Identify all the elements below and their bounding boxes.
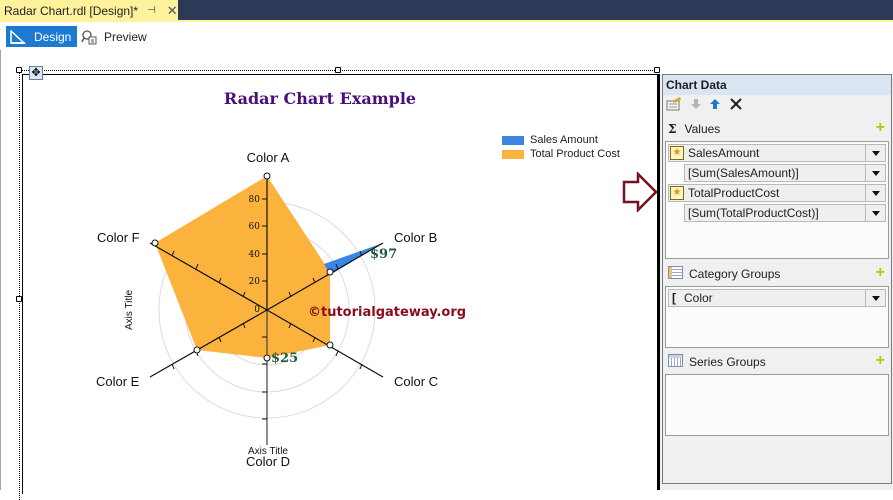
data-point-markers[interactable] [151,172,334,362]
category-groups-label: Category Groups [689,267,781,281]
value-expression: [Sum(TotalProductCost)] [688,206,819,220]
title-bar [0,0,893,21]
category-groups-list: [ Color [665,286,889,348]
values-section-header: Σ Values + [663,117,891,141]
resize-handle[interactable] [654,67,660,73]
value-expression-row[interactable]: [Sum(TotalProductCost)] [684,204,886,222]
value-expression: [Sum(SalesAmount)] [688,166,799,180]
panel-toolbar [663,95,891,117]
category-labels: Color A Color B Color C Color D Color E … [96,150,438,469]
svg-text:40: 40 [249,250,261,260]
data-label-b: $97 [370,247,397,262]
design-label: Design [34,29,72,44]
category-label-f: Color F [97,230,140,245]
legend-swatch [502,135,524,145]
close-icon[interactable]: ✕ [166,2,178,18]
values-list: ★ SalesAmount [Sum(SalesAmount)] ★ Total… [665,141,889,259]
dropdown-arrow-icon[interactable] [865,205,885,221]
category-label-a: Color A [247,150,290,165]
add-category-group-icon[interactable]: + [875,264,885,281]
value-field-name: TotalProductCost [688,186,780,200]
data-label-d: $25 [271,351,298,366]
watermark-text: ©tutorialgateway.org [308,305,466,320]
tab-underline [0,20,893,22]
dropdown-arrow-icon[interactable] [865,290,885,306]
category-group-field: Color [684,291,713,305]
category-label-d: Color D [246,454,290,469]
chart-data-panel: Chart Data Σ Values + ★ SalesAmount [657,74,893,490]
radar-axes [149,176,384,445]
svg-text:60: 60 [249,222,261,232]
delete-icon[interactable] [729,97,743,116]
preview-tab-button[interactable]: Preview [81,26,147,47]
value-field-name: SalesAmount [688,146,760,160]
field-star-icon: ★ [670,146,684,160]
properties-icon[interactable] [666,96,682,116]
move-handle-icon[interactable]: ✥ [29,66,43,80]
design-tab-button[interactable]: Design [6,26,77,47]
move-up-icon[interactable] [710,97,720,115]
legend-label: Total Product Cost [530,148,620,160]
dropdown-arrow-icon[interactable] [865,185,885,201]
resize-handle[interactable] [16,296,22,302]
chart-border-top [22,74,658,75]
legend-item-sales-amount: Sales Amount [502,133,620,147]
chart-legend[interactable]: Sales Amount Total Product Cost [502,133,620,161]
svg-text:20: 20 [249,277,261,287]
chart-title[interactable]: Radar Chart Example [223,89,417,108]
legend-label: Sales Amount [530,134,598,146]
left-edge [0,50,1,490]
y-axis-title[interactable]: Axis Title [124,290,135,330]
category-group-row[interactable]: [ Color [668,289,886,307]
dropdown-arrow-icon[interactable] [865,165,885,181]
svg-text:0: 0 [254,305,260,315]
series-groups-header: Series Groups + [663,350,891,374]
legend-swatch [502,149,524,159]
values-label: Values [684,122,721,136]
series-groups-label: Series Groups [689,355,766,369]
add-value-icon[interactable]: + [875,119,885,136]
resize-handle[interactable] [335,67,341,73]
dropdown-arrow-icon[interactable] [865,145,885,161]
x-axis-title[interactable]: Axis Title [248,446,288,457]
panel-title: Chart Data [663,75,891,95]
group-bracket-icon: [ [672,291,676,305]
document-tab[interactable]: Radar Chart.rdl [Design]* ⊣ ✕ [0,0,178,21]
preview-icon [81,29,97,45]
series-groups-icon [668,354,683,370]
chart-border-left [22,74,23,494]
series-groups-list [665,374,889,436]
designer-toolbar: Design Preview [0,22,893,50]
value-field-row[interactable]: ★ TotalProductCost [668,184,886,202]
value-expression-row[interactable]: [Sum(SalesAmount)] [684,164,886,182]
category-groups-icon [668,266,683,282]
value-axis-ticks [171,198,363,420]
category-label-e: Color E [96,374,140,389]
resize-handle[interactable] [16,67,22,73]
value-field-row[interactable]: ★ SalesAmount [668,144,886,162]
svg-text:80: 80 [249,195,261,205]
category-label-b: Color B [394,230,437,245]
field-star-icon: ★ [670,186,684,200]
add-series-group-icon[interactable]: + [875,352,885,369]
sigma-icon: Σ [668,122,677,136]
pin-icon[interactable]: ⊣ [147,5,156,16]
tick-labels: 80 60 40 20 0 [249,195,261,315]
design-icon [10,28,26,44]
document-tab-title: Radar Chart.rdl [Design]* [4,3,139,18]
series-total-product-cost[interactable] [155,176,330,358]
category-label-c: Color C [394,374,438,389]
category-groups-header: Category Groups + [663,262,891,286]
move-down-icon[interactable] [691,97,701,115]
legend-item-total-product-cost: Total Product Cost [502,147,620,161]
preview-label: Preview [104,29,147,44]
annotation-arrow-icon [622,172,658,212]
